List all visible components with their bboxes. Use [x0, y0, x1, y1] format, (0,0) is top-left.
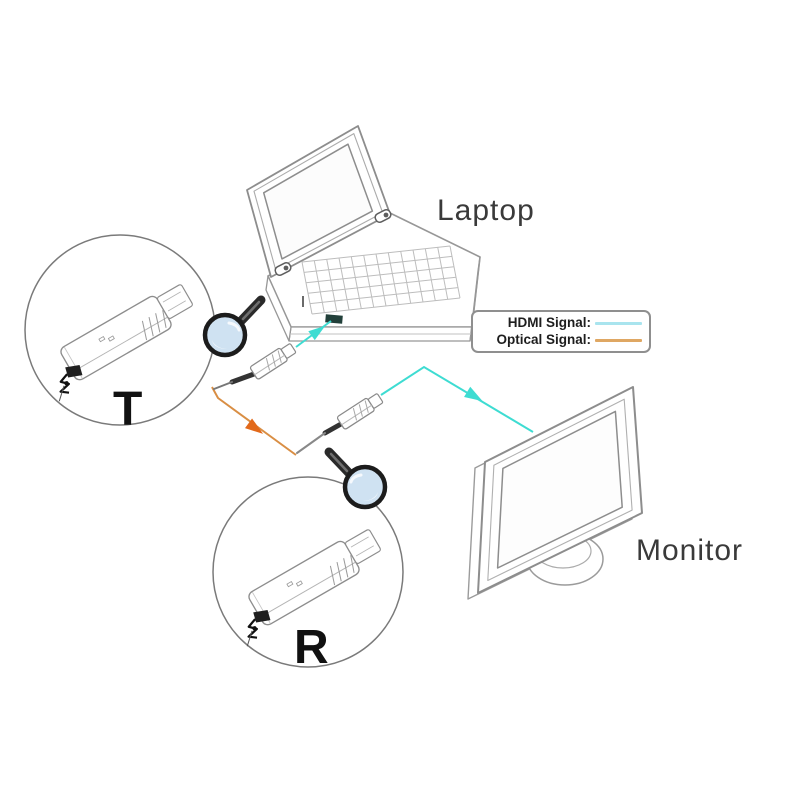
dongle-cables — [213, 371, 344, 454]
receiver-dongle — [335, 390, 385, 431]
hdmi-signal-line-monitor — [380, 365, 534, 433]
laptop-label: Laptop — [437, 194, 535, 227]
laptop-illustration — [247, 125, 480, 342]
transmitter-badge: T — [113, 383, 143, 436]
keyboard-grid — [302, 246, 460, 314]
legend-optical-swatch — [595, 338, 642, 342]
laptop-screen — [262, 143, 374, 260]
optical-signal-arrow — [245, 418, 264, 434]
optical-signal-line — [211, 386, 297, 456]
legend-hdmi-swatch — [595, 321, 642, 325]
magnifier-icon — [205, 300, 261, 355]
receiver-badge: R — [294, 621, 329, 674]
legend-hdmi-label: HDMI Signal: — [507, 315, 591, 330]
monitor-illustration — [467, 386, 643, 600]
legend-row-hdmi: HDMI Signal: — [477, 315, 642, 331]
monitor-label: Monitor — [636, 534, 744, 567]
transmitter-dongle — [248, 340, 298, 381]
signal-legend: HDMI Signal: Optical Signal: — [471, 310, 651, 353]
legend-optical-label: Optical Signal: — [496, 332, 591, 347]
legend-row-optical: Optical Signal: — [477, 332, 642, 348]
laptop-hinges — [274, 208, 392, 277]
hdmi-signal-arrow-laptop — [308, 325, 326, 341]
monitor-screen — [496, 410, 623, 569]
hdmi-signal-arrow-monitor — [464, 386, 483, 402]
